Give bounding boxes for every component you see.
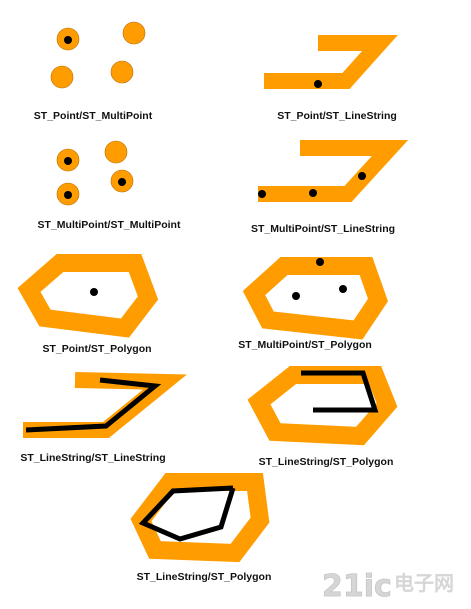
orange-point <box>122 21 146 45</box>
black-point <box>64 36 72 44</box>
caption-p9: ST_LineString/ST_Polygon <box>137 571 272 583</box>
black-point <box>292 292 300 300</box>
panel-multipoint-linestring: ST_MultiPoint/ST_LineString <box>251 140 409 235</box>
orange-polygon <box>242 257 388 340</box>
caption-p5: ST_Point/ST_Polygon <box>42 343 151 355</box>
panel-linestring-linestring: ST_LineString/ST_LineString <box>20 372 187 464</box>
black-point <box>64 191 72 199</box>
watermark-logo: 21ic <box>322 569 392 604</box>
black-point <box>64 157 72 165</box>
panel-multipoint-multipoint: ST_MultiPoint/ST_MultiPoint <box>38 140 181 231</box>
black-point <box>118 178 126 186</box>
caption-p2: ST_Point/ST_LineString <box>277 110 397 122</box>
orange-point <box>50 65 74 89</box>
panel-multipoint-polygon: ST_MultiPoint/ST_Polygon <box>238 257 388 351</box>
watermark-cn: 电子网 <box>394 571 454 595</box>
black-linestring <box>25 377 162 433</box>
caption-p4: ST_MultiPoint/ST_LineString <box>251 223 395 235</box>
caption-p6: ST_MultiPoint/ST_Polygon <box>238 339 372 351</box>
black-point <box>339 285 347 293</box>
orange-linestring <box>258 140 409 202</box>
orange-polygon <box>247 366 398 446</box>
caption-p7: ST_LineString/ST_LineString <box>20 452 165 464</box>
orange-point <box>110 60 134 84</box>
black-point <box>309 189 317 197</box>
black-point <box>316 258 324 266</box>
watermark: 21ic 电子网 <box>322 569 454 605</box>
panel-linestring-polygon: ST_LineString/ST_Polygon <box>247 366 398 468</box>
orange-linestring <box>23 372 187 438</box>
black-point <box>358 172 366 180</box>
orange-polygon <box>17 254 159 338</box>
caption-p1: ST_Point/ST_MultiPoint <box>34 110 153 122</box>
orange-polygon <box>130 473 270 563</box>
panel-linestring-polygon-2: ST_LineString/ST_Polygon <box>130 473 272 583</box>
caption-p8: ST_LineString/ST_Polygon <box>259 456 394 468</box>
panel-point-multipoint: ST_Point/ST_MultiPoint <box>34 21 153 122</box>
black-linestring <box>138 485 236 542</box>
black-point <box>314 80 322 88</box>
panel-point-linestring: ST_Point/ST_LineString <box>264 35 398 122</box>
black-linestring <box>301 370 379 413</box>
black-point <box>90 288 98 296</box>
panel-point-polygon: ST_Point/ST_Polygon <box>17 254 159 355</box>
black-point <box>258 190 266 198</box>
orange-point <box>104 140 128 164</box>
orange-linestring <box>264 35 398 89</box>
caption-p3: ST_MultiPoint/ST_MultiPoint <box>38 219 181 231</box>
